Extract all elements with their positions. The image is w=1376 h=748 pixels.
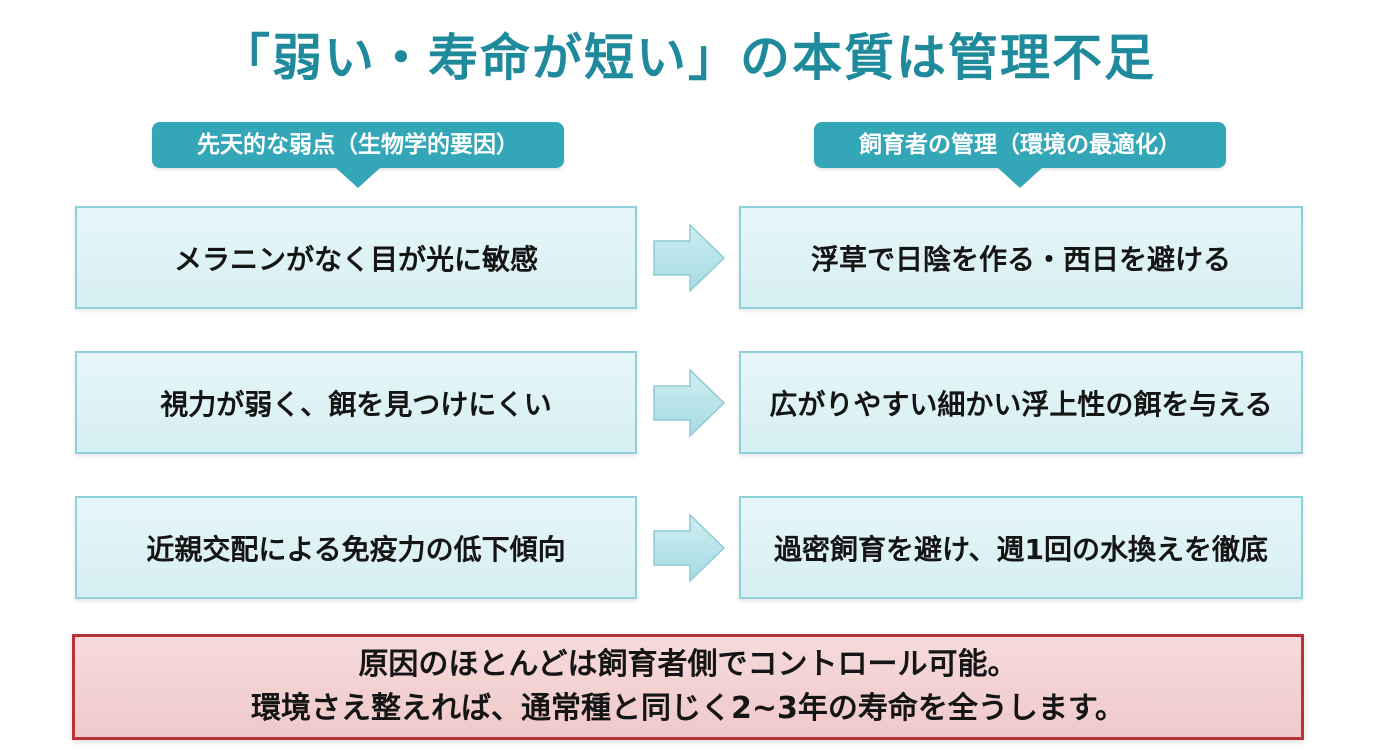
cause-box-weak-vision: 視力が弱く、餌を見つけにくい [75,351,637,454]
conclusion-line-1: 原因のほとんどは飼育者側でコントロール可能。 [358,647,1018,682]
conclusion-line-2: 環境さえ整えれば、通常種と同じく2~3年の寿命を全うします。 [251,691,1125,726]
cause-text: 視力が弱く、餌を見つけにくい [160,387,552,421]
cause-text: メラニンがなく目が光に敏感 [173,242,538,276]
solution-text: 浮草で日陰を作る・西日を避ける [810,242,1231,276]
arrow-right-icon [652,511,726,585]
page-title: 「弱い・寿命が短い」の本質は管理不足 [220,29,1156,87]
cause-box-light-sensitivity: メラニンがなく目が光に敏感 [75,206,637,309]
cause-box-low-immunity: 近親交配による免疫力の低下傾向 [75,496,637,599]
solution-box-floating-food: 広がりやすい細かい浮上性の餌を与える [739,351,1303,454]
cause-text: 近親交配による免疫力の低下傾向 [146,532,566,566]
solution-box-shade: 浮草で日陰を作る・西日を避ける [739,206,1303,309]
solution-text: 広がりやすい細かい浮上性の餌を与える [769,387,1273,421]
arrow-right-icon [652,366,726,440]
arrow-right-icon [652,221,726,295]
solution-text: 過密飼育を避け、週1回の水換えを徹底 [773,532,1269,566]
header-biological-causes: 先天的な弱点（生物学的要因） [152,122,564,188]
conclusion-box: 原因のほとんどは飼育者側でコントロール可能。 環境さえ整えれば、通常種と同じく2… [72,634,1304,740]
header-keeper-management: 飼育者の管理（環境の最適化） [814,122,1226,188]
solution-box-water-change: 過密飼育を避け、週1回の水換えを徹底 [739,496,1303,599]
